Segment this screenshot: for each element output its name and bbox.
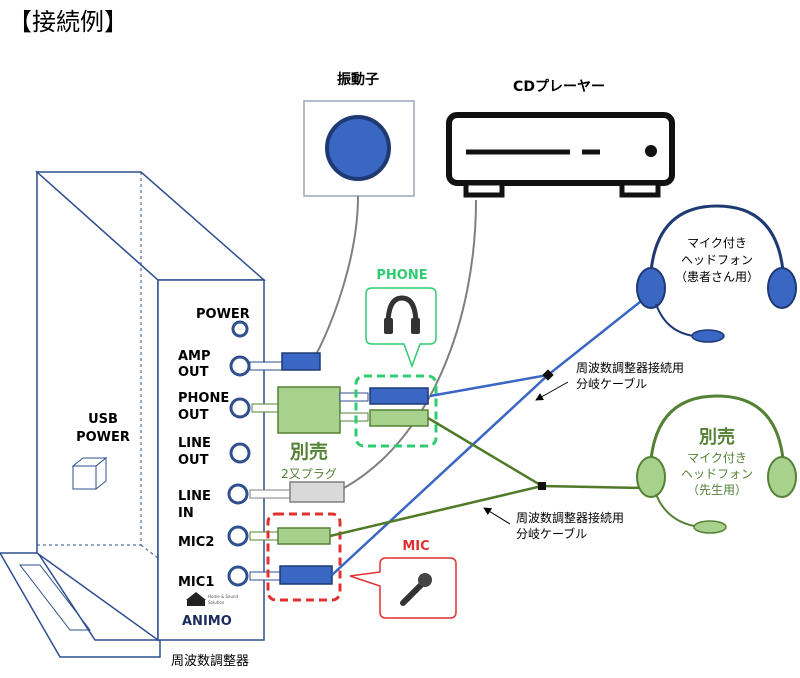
mic1-jack <box>227 565 249 587</box>
phone-out-jack <box>229 397 251 419</box>
mic2-label: MIC2 <box>178 535 214 550</box>
power-jack <box>231 320 249 338</box>
mic-plugs-highlight <box>266 512 342 602</box>
line-in-label-line2: IN <box>178 506 194 521</box>
patient-headset-icon <box>636 204 797 343</box>
bottom-branch-joint <box>538 482 546 490</box>
teacher-headset-sold-separately: 別売 <box>699 426 735 448</box>
microphone-icon <box>400 573 432 606</box>
line-in-plug <box>289 481 345 503</box>
logo-sub-line1: Home & Sound <box>208 594 239 599</box>
teacher-headset-label-line3: （先生用） <box>687 483 747 497</box>
line-out-label-line2: OUT <box>178 453 209 468</box>
teacher-headset-label-line2: ヘッドフォン <box>681 467 753 481</box>
frequency-adjuster-device <box>0 170 266 658</box>
logo-sub-line2: Solution <box>208 600 225 605</box>
usb-port-icon <box>71 456 108 491</box>
top-branch-label-line1: 周波数調整器接続用 <box>576 360 684 375</box>
amp-out-label-line2: OUT <box>178 365 209 380</box>
device-name-label: 周波数調整器 <box>171 654 249 669</box>
splitter-plug-label: 2又プラグ <box>281 467 337 481</box>
teacher-headset-icon <box>636 394 797 534</box>
phone-plugs-highlight <box>354 374 438 448</box>
vibrator-cable <box>311 195 359 363</box>
cd-player-label: CDプレーヤー <box>513 79 605 95</box>
patient-headset-label-line2: ヘッドフォン <box>681 253 753 267</box>
line-out-label-line1: LINE <box>178 436 211 451</box>
mic-callout-label: MIC <box>402 539 429 554</box>
bottom-branch-label-line2: 分岐ケーブル <box>516 526 587 541</box>
teacher-mic-cable <box>329 484 543 538</box>
headphones-icon <box>384 295 420 334</box>
top-branch-arrow <box>535 381 569 401</box>
teacher-headphone-cable <box>427 416 646 490</box>
mic1-label: MIC1 <box>178 575 214 590</box>
power-port-label: POWER <box>196 307 250 322</box>
logo-text: ANIMO <box>182 614 232 629</box>
phone-out-label-line1: PHONE <box>178 391 229 406</box>
amp-out-plug <box>281 352 321 371</box>
bottom-branch-label-line1: 周波数調整器接続用 <box>516 510 624 525</box>
usb-power-label-line1: USB <box>88 412 118 427</box>
patient-headset-label-line1: マイク付き <box>687 236 747 250</box>
mic1-plug <box>279 565 333 585</box>
patient-headset-label-line3: （患者さん用） <box>675 270 759 284</box>
phone-out-label-line2: OUT <box>178 408 209 423</box>
bottom-branch-arrow <box>483 507 511 525</box>
patient-mic-cable <box>331 374 549 576</box>
line-out-jack <box>229 442 251 464</box>
patient-headphone-plug <box>369 387 429 405</box>
line-in-label-line1: LINE <box>178 489 211 504</box>
cd-player-cable <box>343 199 477 489</box>
teacher-headphone-plug <box>369 409 429 427</box>
top-branch-label-line2: 分岐ケーブル <box>576 376 647 391</box>
teacher-headset-label-line1: マイク付き <box>687 451 747 465</box>
splitter-sold-separately: 別売 <box>290 440 328 463</box>
mic-callout-bubble <box>349 557 457 619</box>
animo-logo: ANIMO Home & Sound Solution <box>182 592 239 629</box>
phone-callout-bubble <box>365 287 437 369</box>
vibrator-disc-icon <box>325 115 391 181</box>
mic2-plug <box>277 527 331 545</box>
vibrator-label: 振動子 <box>337 71 379 88</box>
usb-power-label-line2: POWER <box>76 430 130 445</box>
amp-out-label-line1: AMP <box>178 349 211 364</box>
amp-out-jack <box>229 355 251 377</box>
mic2-jack <box>227 525 249 547</box>
line-in-jack <box>227 483 249 505</box>
splitter-2way-plug <box>277 386 341 434</box>
cd-player-icon <box>446 112 675 198</box>
diagram-title: 【接続例】 <box>8 8 128 36</box>
top-branch-joint <box>542 369 554 381</box>
phone-callout-label: PHONE <box>376 268 427 283</box>
